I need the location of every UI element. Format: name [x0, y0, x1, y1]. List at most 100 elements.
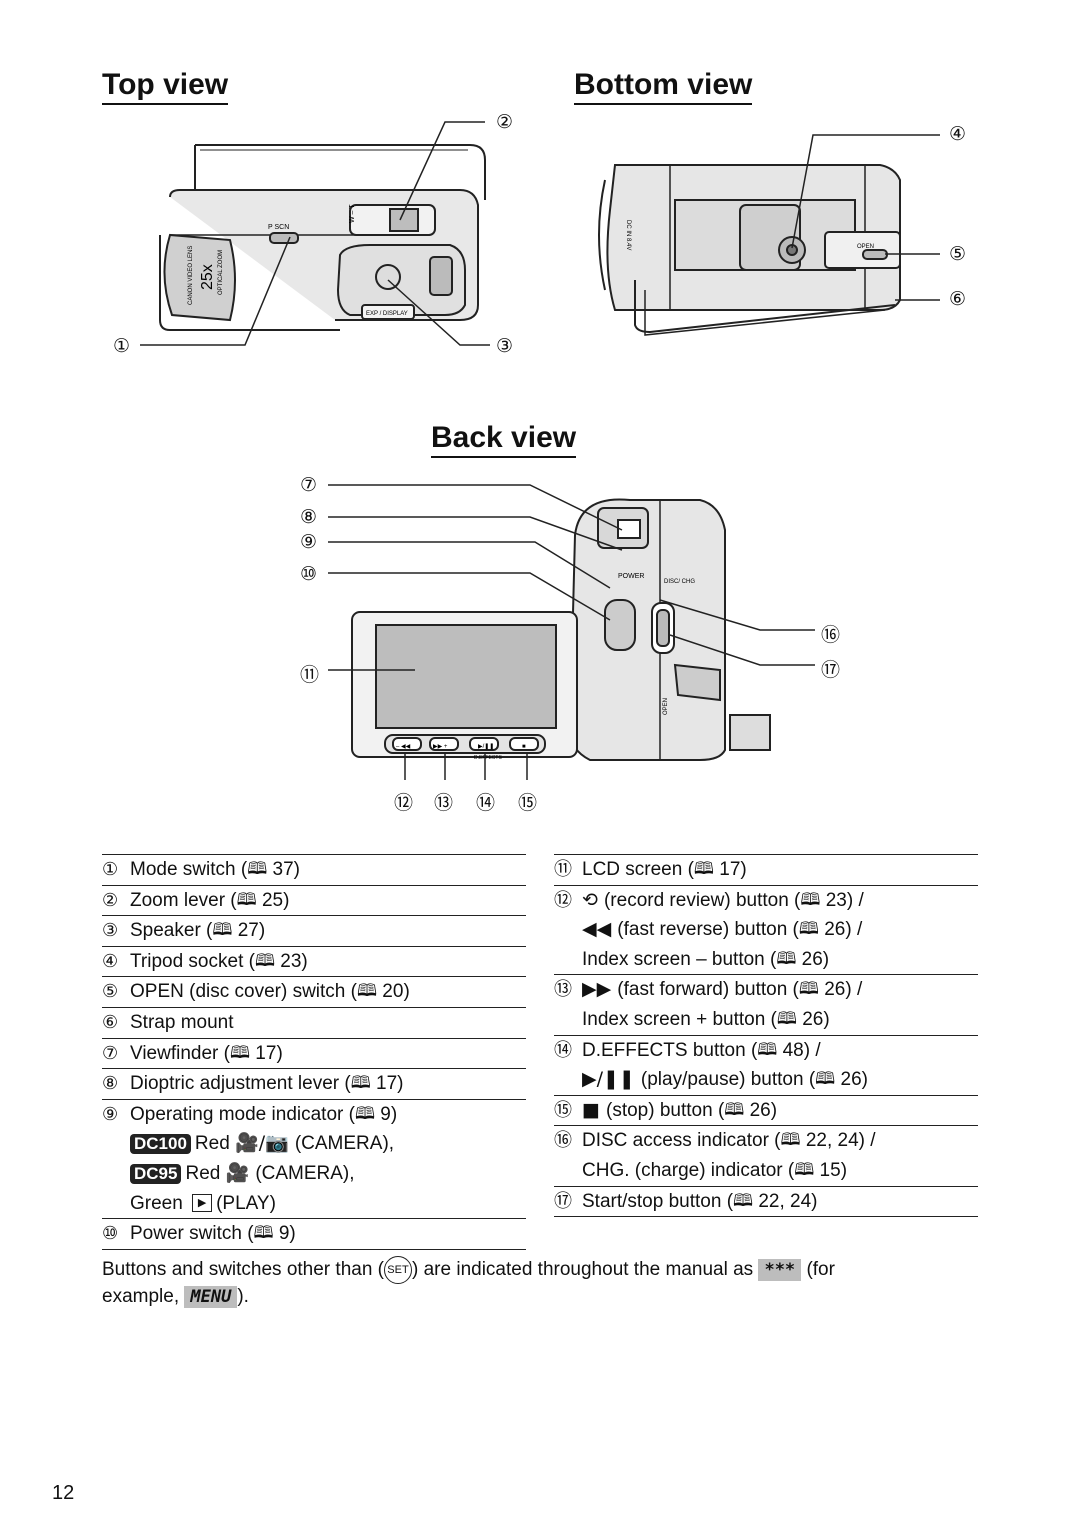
- indicator-color: Red: [194, 1133, 236, 1155]
- row-text: (record review) button (: [603, 889, 801, 911]
- row-number: ⑩: [102, 1223, 119, 1245]
- button-icon: ▶/❚❚: [582, 1068, 641, 1091]
- p-scn-print: P SCN: [268, 224, 289, 231]
- book-icon: 🕮: [247, 859, 268, 879]
- row-text: Strap mount: [130, 1011, 234, 1033]
- page-ref: 26): [796, 1008, 830, 1030]
- book-icon: 🕮: [757, 1039, 778, 1060]
- menu-box: MENU: [184, 1286, 238, 1308]
- page-ref: 9): [375, 1103, 398, 1125]
- page-ref: 37): [267, 859, 300, 880]
- book-icon: 🕮: [733, 1190, 754, 1211]
- row-text: Index screen + button (: [582, 1008, 777, 1030]
- row-text: D.EFFECTS button (: [582, 1039, 758, 1061]
- callout-13: ⑬: [434, 792, 454, 814]
- bottom-view-heading: Bottom view: [574, 68, 753, 105]
- footer-end: ).: [237, 1286, 249, 1307]
- mode-icon: 🎥: [225, 1161, 256, 1184]
- callout-7: ⑦: [300, 474, 318, 496]
- indicator-line: Green ▶(PLAY): [102, 1189, 526, 1219]
- page-ref: 17): [370, 1073, 404, 1095]
- page-ref: 9): [273, 1223, 296, 1245]
- row-number: ③: [102, 920, 119, 942]
- table-row: ⑫ ⟲ (record review) button ( 🕮 23) / ◀◀ (fa…: [554, 884, 978, 975]
- button-icon: ⟲: [582, 888, 604, 911]
- book-icon: 🕮: [815, 1069, 836, 1090]
- callout-1: ①: [113, 335, 131, 357]
- row-text: (stop) button (: [606, 1099, 725, 1121]
- zoom-print: 25x: [199, 264, 216, 290]
- lcd-btn2-print: ▶▶ +: [433, 744, 448, 750]
- callout-4: ④: [949, 123, 967, 145]
- book-icon: 🕮: [253, 1223, 274, 1244]
- row-text: (play/pause) button (: [640, 1069, 816, 1091]
- play-icon: ▶: [192, 1194, 213, 1213]
- indicator-text: (CAMERA),: [255, 1162, 355, 1184]
- footer-example: example,: [102, 1286, 180, 1307]
- page-ref: 17): [250, 1042, 283, 1064]
- page-ref: 27): [232, 920, 266, 942]
- callout-10: ⑩: [300, 563, 318, 585]
- callout-3: ③: [496, 335, 514, 357]
- row-number: ⑦: [102, 1042, 119, 1064]
- row-number: ⑫: [554, 889, 572, 911]
- lens-print: CANON VIDEO LENS: [188, 246, 194, 305]
- page-ref: 26): [835, 1069, 868, 1091]
- book-icon: 🕮: [693, 859, 714, 879]
- page-ref: 26) /: [818, 979, 863, 1001]
- book-icon: 🕮: [794, 1159, 815, 1180]
- dcin-print: DC IN 8.4V: [625, 220, 631, 250]
- callout-14: ⑭: [476, 792, 496, 814]
- book-icon: 🕮: [236, 889, 257, 910]
- indicator-color: Red: [185, 1162, 226, 1184]
- page-ref: 23) /: [820, 889, 864, 911]
- row-line: ◀◀ (fast reverse) button (🕮 26) /: [554, 915, 978, 945]
- d-effects-print: D.EFFECTS: [474, 755, 502, 761]
- callout-8: ⑧: [300, 506, 318, 528]
- indicator-text: (PLAY): [216, 1192, 276, 1214]
- row-text: OPEN (disc cover) switch (: [130, 981, 357, 1003]
- book-icon: 🕮: [350, 1073, 371, 1094]
- button-icon: ■: [582, 1098, 606, 1121]
- row-text: Tripod socket (: [130, 950, 255, 972]
- callout-15: ⑮: [518, 792, 538, 814]
- row-number: ④: [102, 950, 119, 972]
- callout-6: ⑥: [949, 288, 967, 310]
- power-print: POWER: [618, 573, 644, 580]
- row-text: Start/stop button (: [582, 1190, 734, 1212]
- row-line: CHG. (charge) indicator (🕮 15): [554, 1156, 978, 1186]
- bottom-view-illustration: DC IN 8.4V OPEN: [598, 134, 940, 336]
- row-number: ⑭: [554, 1039, 572, 1061]
- page-ref: 26): [744, 1099, 778, 1121]
- row-text: Operating mode indicator (: [130, 1103, 355, 1125]
- book-icon: 🕮: [354, 1103, 375, 1124]
- row-text: LCD screen (: [582, 859, 694, 880]
- book-icon: 🕮: [798, 919, 819, 940]
- mode-icon: 🎥/📷: [235, 1132, 295, 1155]
- row-text: Mode switch (: [130, 859, 248, 880]
- row-text: Zoom lever (: [130, 889, 237, 911]
- row-text: DISC access indicator (: [582, 1130, 781, 1152]
- page-ref: 15): [814, 1159, 848, 1181]
- book-icon: 🕮: [212, 920, 233, 941]
- row-text: CHG. (charge) indicator (: [582, 1159, 795, 1181]
- footer-after-set: ) are indicated throughout the manual as: [412, 1259, 754, 1281]
- page-ref: 20): [377, 981, 410, 1003]
- row-number: ⑬: [554, 979, 572, 1001]
- row-number: ⑤: [102, 981, 119, 1003]
- footer-note: Buttons and switches other than (SET) ar…: [102, 1256, 942, 1309]
- book-icon: 🕮: [229, 1042, 251, 1063]
